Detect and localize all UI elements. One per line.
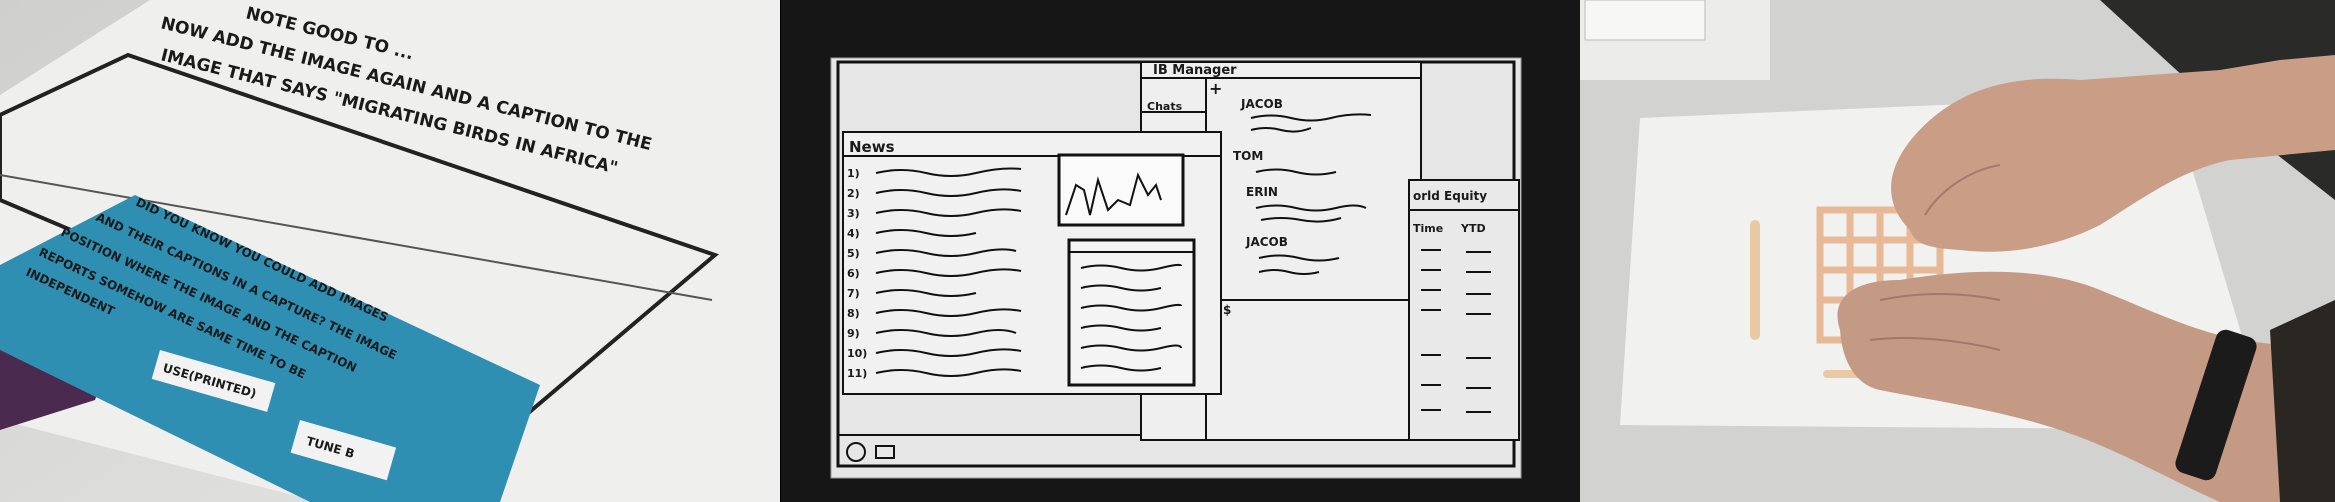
wooden-stick: [1750, 220, 1760, 340]
upper-hand: [1891, 55, 2335, 252]
blue-caption-card: [0, 195, 540, 502]
panel-paper-prototype-photo: IB Manager + Chats JACOB TOM ERIN JACOB: [781, 0, 1580, 502]
news-item-number: 5): [847, 247, 860, 260]
news-item-number: 7): [847, 287, 860, 300]
news-item-number: 11): [847, 367, 867, 380]
equity-title: orld Equity: [1413, 189, 1487, 203]
news-list: 1) 2) 3) 4) 5) 6) 7) 8) 9) 10) 11): [847, 167, 867, 380]
person-1: JACOB: [1240, 97, 1283, 111]
sparkline: [1065, 172, 1162, 216]
news-item-number: 9): [847, 327, 860, 340]
news-item-number: 10): [847, 347, 867, 360]
lower-hand: [1837, 271, 2280, 502]
person-3: ERIN: [1246, 185, 1278, 199]
person-4: JACOB: [1245, 235, 1288, 249]
news-item-number: 4): [847, 227, 860, 240]
chats-label: Chats: [1147, 100, 1183, 113]
folder-icon: [875, 445, 895, 459]
news-chart-box: [1057, 153, 1185, 227]
tag-right: TUNE B: [290, 420, 397, 481]
news-item-number: 3): [847, 207, 860, 220]
news-title: News: [849, 138, 895, 156]
wrist-band: [2175, 329, 2257, 481]
chat-people: JACOB TOM ERIN JACOB: [1233, 97, 1288, 249]
panel-tactile-prototype-photo: [1580, 0, 2335, 502]
news-article-box: [1067, 238, 1196, 387]
plus-icon: +: [1209, 79, 1222, 98]
news-item-number: 1): [847, 167, 860, 180]
start-icon: [846, 442, 866, 462]
dollar-label: $: [1223, 303, 1231, 317]
chat-header: IB Manager: [1153, 63, 1237, 78]
news-item-number: 6): [847, 267, 860, 280]
news-item-number: 2): [847, 187, 860, 200]
panel-paper-note-photo: NOTE GOOD TO ... NOW ADD THE IMAGE AGAIN…: [0, 0, 780, 502]
equity-col-time: Time: [1413, 222, 1443, 235]
news-item-number: 8): [847, 307, 860, 320]
equity-col-ytd: YTD: [1460, 222, 1486, 235]
person-2: TOM: [1233, 149, 1263, 163]
